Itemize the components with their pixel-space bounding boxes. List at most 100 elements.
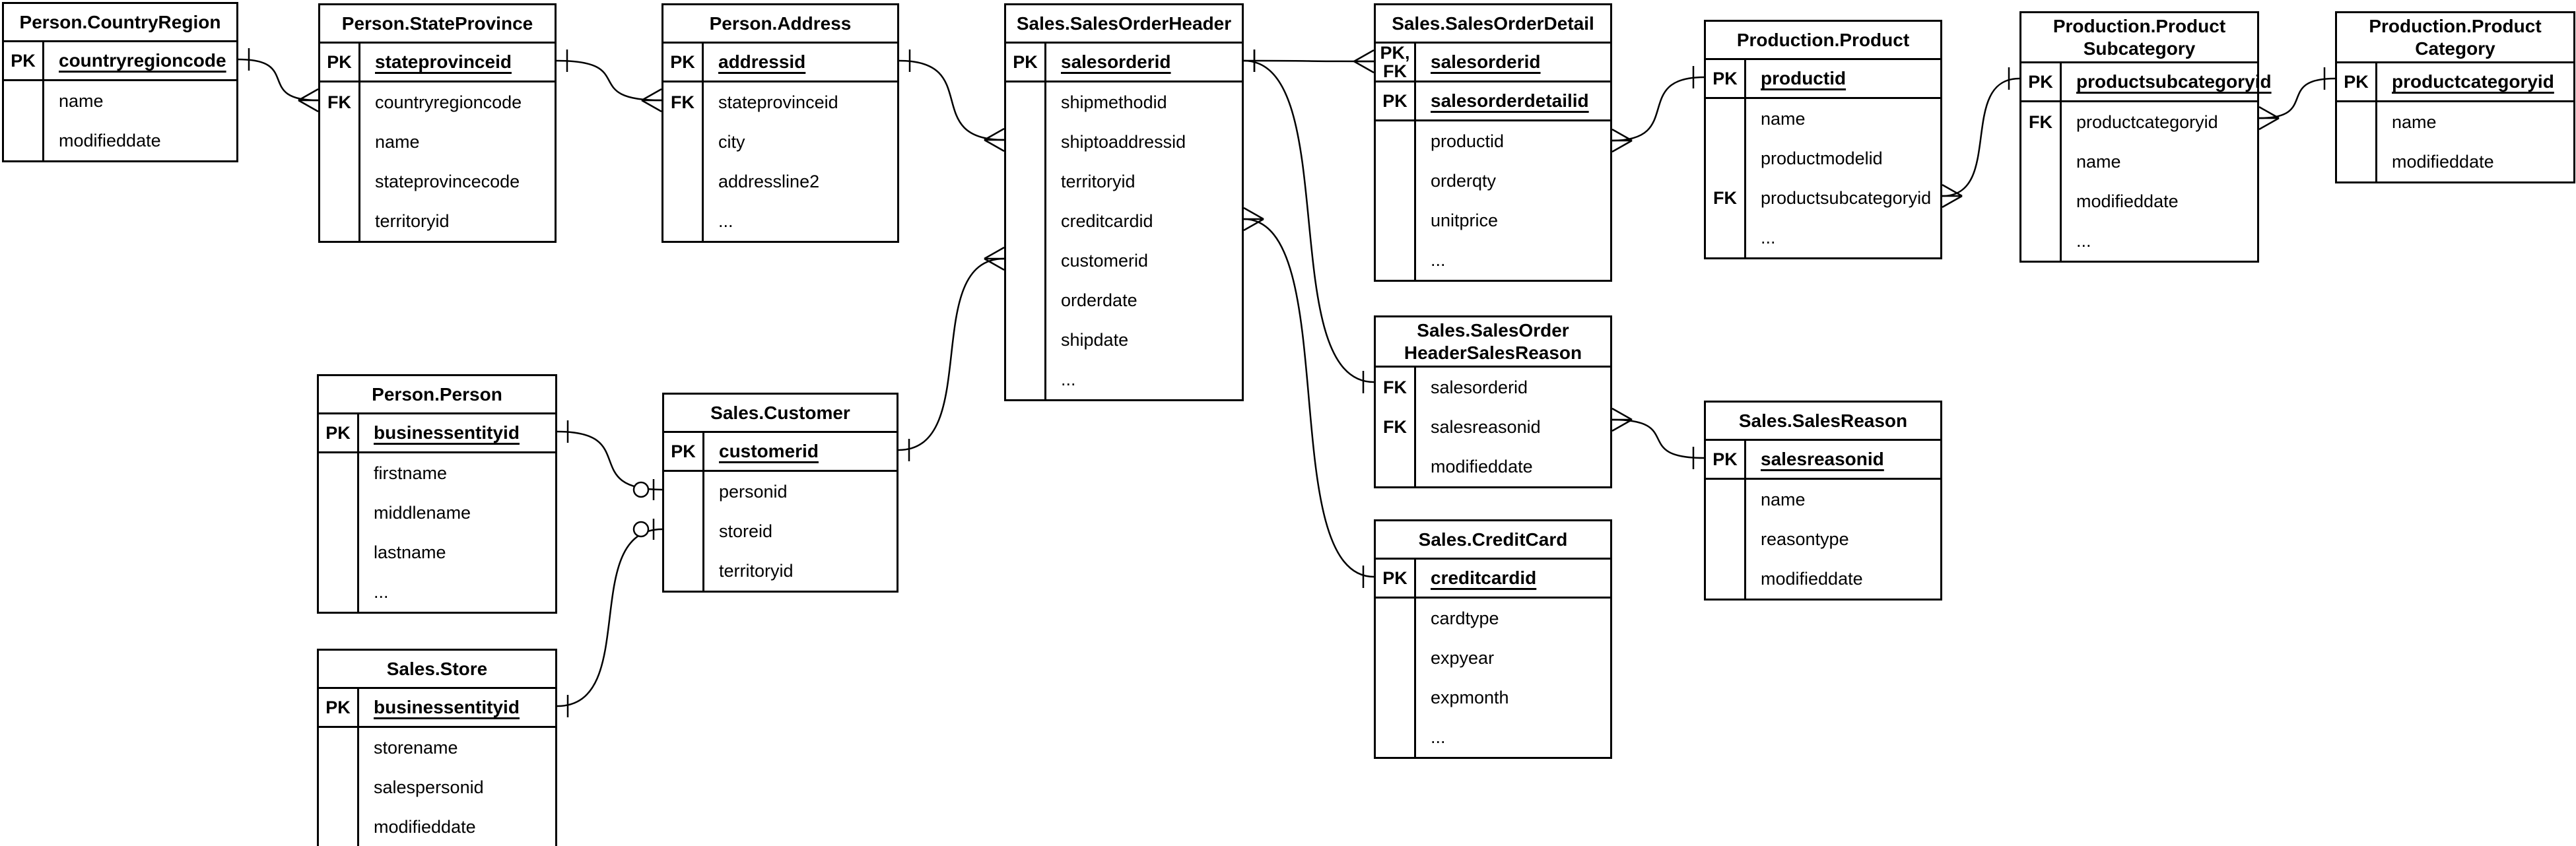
relationship-edge[interactable] bbox=[238, 48, 319, 113]
field-name: productcategoryid bbox=[2076, 112, 2218, 132]
field-key-tag bbox=[1376, 161, 1416, 201]
edge-path[interactable] bbox=[557, 528, 663, 707]
field-row: territoryid bbox=[320, 201, 555, 241]
key-tag: PK bbox=[1376, 560, 1416, 597]
field-row: ... bbox=[319, 572, 555, 612]
field-key-tag bbox=[664, 511, 704, 551]
field-name: reasontype bbox=[1761, 529, 1849, 549]
field-row: unitprice bbox=[1376, 201, 1610, 240]
field-row: name bbox=[320, 122, 555, 162]
crows-foot-many-icon bbox=[1611, 139, 1633, 153]
field-name: ... bbox=[2076, 230, 2091, 251]
relationship-edge[interactable] bbox=[2258, 67, 2336, 131]
edge-path[interactable] bbox=[1611, 76, 1705, 142]
field-row: storename bbox=[319, 728, 555, 767]
edge-path[interactable] bbox=[2258, 77, 2336, 119]
entity-title: Person.Person bbox=[319, 376, 555, 414]
edge-path[interactable] bbox=[557, 430, 663, 491]
field-name: productsubcategoryid bbox=[1761, 187, 1932, 208]
edge-path[interactable] bbox=[1611, 418, 1705, 459]
key-tag: PK bbox=[2337, 63, 2377, 100]
field-row: personid bbox=[664, 472, 897, 511]
field-key-tag bbox=[4, 121, 44, 160]
field-name: name bbox=[1761, 108, 1806, 129]
entity-title: Sales.SalesReason bbox=[1706, 403, 1940, 441]
edge-path[interactable] bbox=[1942, 77, 2020, 197]
field-row: name bbox=[1706, 480, 1940, 519]
relationship-edge[interactable] bbox=[898, 49, 1005, 152]
relationship-edge[interactable] bbox=[557, 420, 663, 500]
relationship-edge[interactable] bbox=[1942, 67, 2020, 209]
field-key-tag bbox=[319, 493, 359, 533]
relationship-edge[interactable] bbox=[898, 246, 1005, 461]
edge-path[interactable] bbox=[1243, 59, 1374, 383]
crows-foot-many-icon bbox=[984, 127, 1005, 141]
key-tag: PK bbox=[1706, 60, 1746, 97]
field-name: modifieddate bbox=[1761, 568, 1863, 589]
field-key-tag bbox=[1376, 678, 1416, 717]
field-name: customerid bbox=[1061, 250, 1149, 271]
entity-title: Sales.SalesOrderHeader bbox=[1006, 5, 1242, 44]
field-name: territoryid bbox=[719, 560, 794, 581]
field-key-tag bbox=[1376, 599, 1416, 638]
key-field-name: businessentityid bbox=[374, 422, 520, 443]
edge-path[interactable] bbox=[898, 257, 1005, 451]
field-key-tag bbox=[2337, 102, 2377, 142]
relationship-edge[interactable] bbox=[1611, 407, 1705, 469]
crows-foot-many-icon bbox=[1611, 128, 1633, 142]
entity-title: Sales.SalesOrderDetail bbox=[1376, 5, 1610, 44]
field-row: orderdate bbox=[1006, 280, 1242, 320]
key-tag: PK bbox=[663, 44, 704, 81]
entity-title: Person.StateProvince bbox=[320, 5, 555, 44]
edge-path[interactable] bbox=[556, 59, 662, 102]
field-name: stateprovinceid bbox=[718, 92, 838, 112]
edge-path[interactable] bbox=[1243, 218, 1374, 578]
field-key-tag bbox=[1006, 241, 1046, 280]
edge-path[interactable] bbox=[238, 58, 319, 102]
relationship-edge[interactable] bbox=[556, 49, 662, 113]
relationship-edge[interactable] bbox=[557, 519, 663, 717]
relationship-edge[interactable] bbox=[1243, 49, 1374, 74]
crows-foot-many-icon bbox=[1611, 407, 1633, 421]
field-name: modifieddate bbox=[2076, 191, 2179, 211]
relationship-edge[interactable] bbox=[1611, 66, 1705, 153]
crows-foot-many-icon bbox=[1243, 207, 1264, 220]
key-field-name: addressid bbox=[718, 51, 806, 72]
field-row: name bbox=[4, 81, 236, 121]
field-name: ... bbox=[718, 211, 733, 231]
relationship-edge[interactable] bbox=[1243, 49, 1374, 393]
field-name: ... bbox=[1061, 369, 1076, 389]
field-name: expyear bbox=[1431, 647, 1495, 668]
field-name: stateprovincecode bbox=[375, 171, 520, 191]
field-key-tag bbox=[2021, 181, 2062, 221]
edge-path[interactable] bbox=[898, 59, 1005, 141]
field-key-tag bbox=[319, 533, 359, 572]
field-row: expyear bbox=[1376, 638, 1610, 678]
relationship-edge[interactable] bbox=[1243, 207, 1374, 588]
field-row: ... bbox=[1376, 240, 1610, 280]
entity-title: Person.Address bbox=[663, 5, 897, 44]
